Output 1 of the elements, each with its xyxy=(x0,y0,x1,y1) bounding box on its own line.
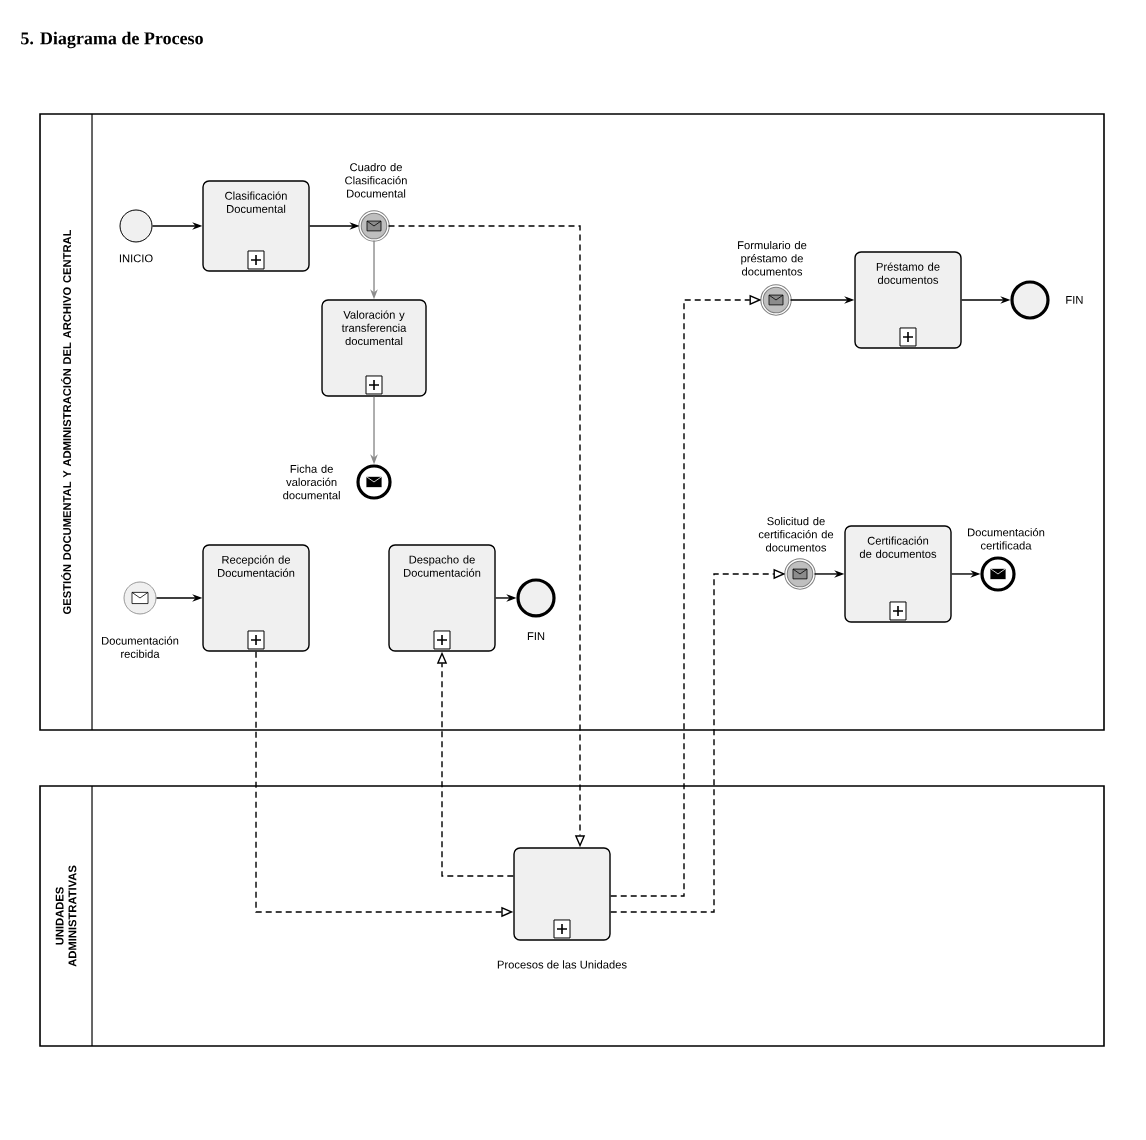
title: 5. Diagrama de Proceso xyxy=(21,31,203,49)
